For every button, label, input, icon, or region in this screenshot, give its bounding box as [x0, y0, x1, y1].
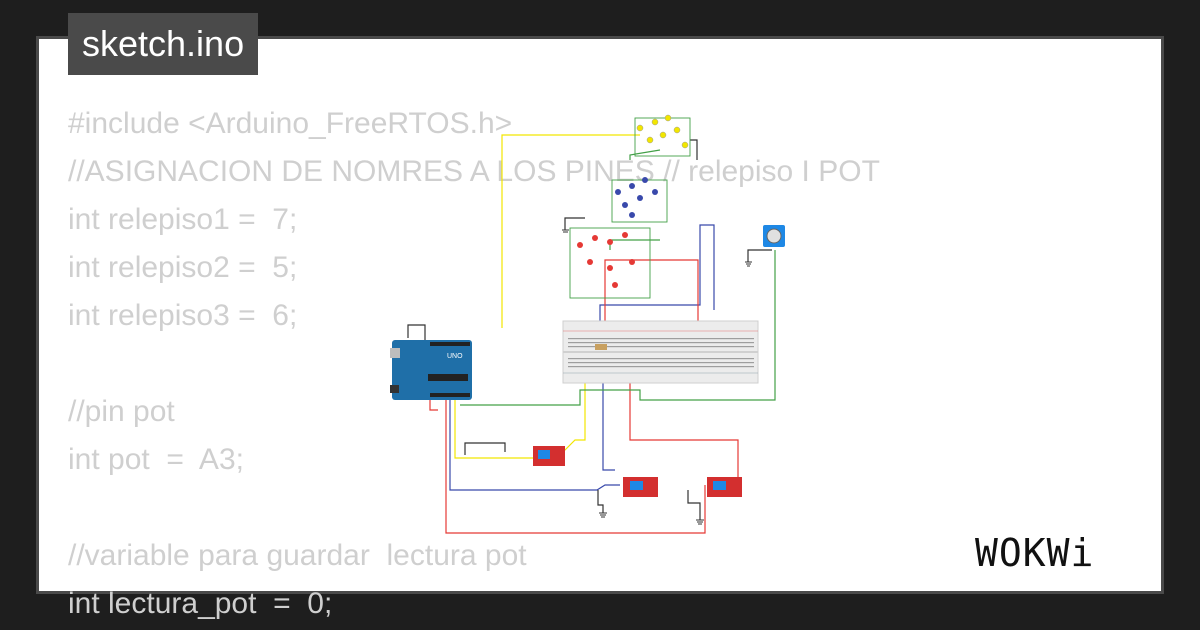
- wokwi-logo-text: WOKWi: [975, 531, 1094, 575]
- code-line: #include <Arduino_FreeRTOS.h>: [68, 107, 513, 140]
- wire-yellow: [501, 134, 640, 328]
- wire-blue: [599, 224, 715, 340]
- code-line: int relepiso2 = 5;: [68, 251, 298, 284]
- wire-yellow-2: [454, 400, 533, 459]
- circuit-diagram: UNO: [390, 114, 785, 534]
- wire-green: [460, 250, 776, 406]
- led-blue-group: [615, 177, 658, 218]
- code-line: int relepiso3 = 6;: [68, 299, 298, 332]
- code-line: //variable para guardar lectura pot: [68, 539, 527, 572]
- code-line: int lectura_pot = 0;: [68, 587, 333, 620]
- wokwi-logo: WOKWi: [975, 531, 1094, 575]
- wire-red-3: [629, 380, 739, 480]
- led-yellow-group: [636, 114, 689, 149]
- wire-black: [407, 324, 426, 345]
- wire-red-2: [445, 400, 706, 534]
- wire-green-2: [609, 239, 660, 250]
- wire-black-4: [597, 490, 604, 513]
- code-editor[interactable]: #include <Arduino_FreeRTOS.h> //ASIGNACIO…: [68, 100, 880, 628]
- breadboard: [562, 320, 759, 384]
- arduino-uno: UNO: [390, 340, 472, 400]
- wire-blue-2: [449, 400, 620, 491]
- wire-black-5: [747, 249, 772, 262]
- led-red-group: [577, 232, 635, 288]
- code-line: int pot = A3;: [68, 443, 244, 476]
- wire-red-4: [429, 398, 438, 411]
- wire-black-6: [564, 217, 585, 230]
- file-tab[interactable]: sketch.ino: [68, 13, 259, 75]
- wire-black-2: [464, 442, 506, 455]
- wire-black-7: [690, 139, 698, 160]
- ground-symbols: [562, 229, 752, 525]
- arduino-label: UNO: [447, 353, 463, 360]
- relay-module-3: [707, 477, 742, 497]
- code-line: //ASIGNACION DE NOMRES A LOS PINES // re…: [68, 155, 880, 188]
- potentiometer: [763, 225, 785, 247]
- code-line: int relepiso1 = 7;: [68, 203, 298, 236]
- wire-green-3: [629, 149, 661, 160]
- relay-module-2: [623, 477, 658, 497]
- file-tab-label: sketch.ino: [82, 23, 245, 64]
- code-line: //pin pot: [68, 395, 175, 428]
- wire-black-3: [687, 490, 701, 520]
- relay-module-1: [533, 446, 565, 466]
